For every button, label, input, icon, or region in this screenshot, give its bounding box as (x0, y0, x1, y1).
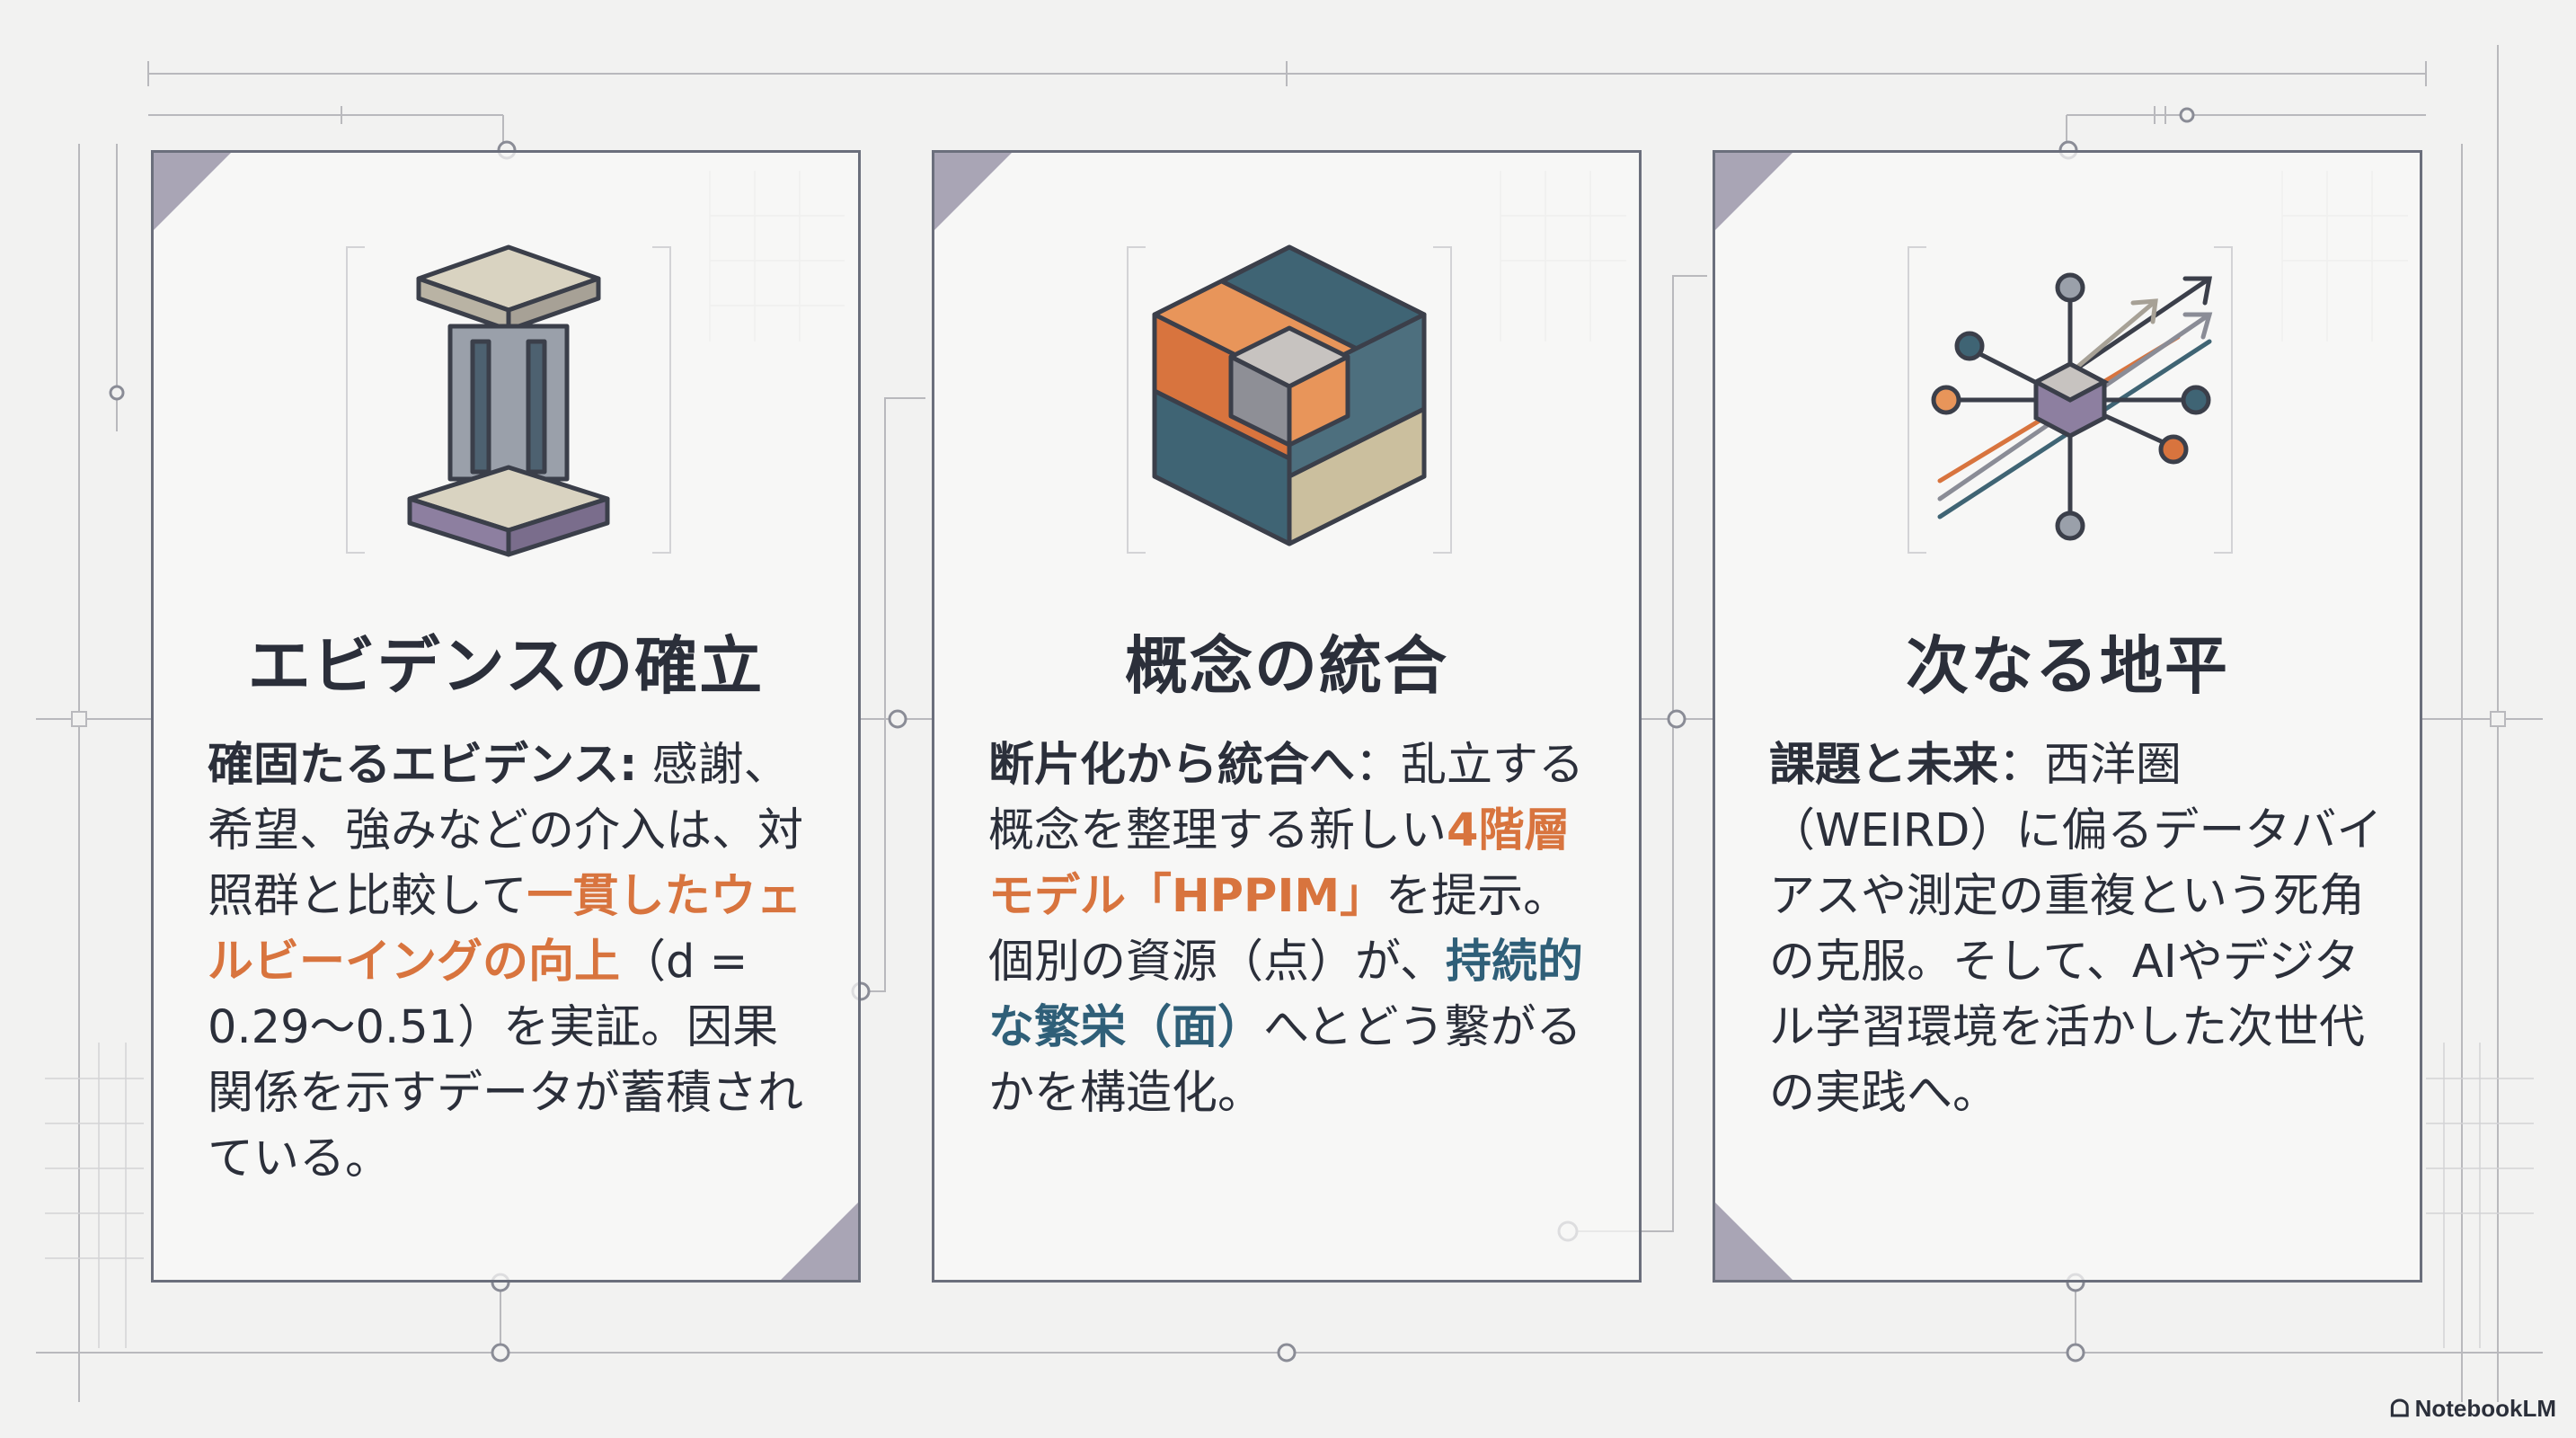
card-body: 課題と未来：西洋圏（WEIRD）に偏るデータバイアスや測定の重複という死角の克服… (1769, 732, 2384, 1126)
card-integration: 概念の統合 断片化から統合へ：乱立する概念を整理する新しい4階層モデル「HPPI… (932, 150, 1642, 1283)
body-text: ：西洋圏（WEIRD）に偏るデータバイアスや測定の重複という死角の克服。そして、… (1769, 739, 2383, 1120)
highlight-text: 持続的な繁栄（面） (988, 936, 1583, 1054)
network-arrows-icon (1908, 246, 2233, 554)
pillar-icon (346, 244, 671, 557)
corner-accent (934, 153, 1012, 230)
notebooklm-logo-icon: ᗝ (2389, 1395, 2410, 1422)
icon-frame (338, 229, 679, 571)
highlight-text: 4階層モデル「HPPIM」 (988, 804, 1571, 923)
body-text: 感謝、希望、強みなどの介入は、対照群と比較して (208, 739, 804, 923)
card-horizon: 次なる地平 課題と未来：西洋圏（WEIRD）に偏るデータバイアスや測定の重複とい… (1713, 150, 2422, 1283)
lead-text: 確固たるエビデンス: (208, 739, 638, 792)
puzzle-cube-icon (1127, 244, 1452, 554)
body-text: （d = 0.29〜0.51）を実証。因果関係を示すデータが蓄積されている。 (208, 936, 804, 1185)
corner-accent (154, 153, 231, 230)
card-body: 断片化から統合へ：乱立する概念を整理する新しい4階層モデル「HPPIM」を提示。… (988, 732, 1603, 1126)
card-evidence: エビデンスの確立 確固たるエビデンス: 感謝、希望、強みなどの介入は、対照群と比… (151, 150, 861, 1283)
corner-accent (1715, 1203, 1793, 1280)
card-body: 確固たるエビデンス: 感謝、希望、強みなどの介入は、対照群と比較して一貫したウェ… (208, 732, 822, 1192)
icon-frame (1899, 229, 2241, 571)
corner-accent (781, 1203, 858, 1280)
highlight-text: 一貫したウェルビーイングの向上 (208, 870, 802, 989)
card-title: エビデンスの確立 (247, 629, 765, 703)
body-text: へとどう繋がるかを構造化。 (988, 1001, 1582, 1120)
body-text: を提示。個別の資源（点）が、 (988, 870, 1570, 989)
watermark-text: NotebookLM (2414, 1395, 2556, 1422)
card-title: 概念の統合 (1125, 629, 1448, 703)
icon-frame (1119, 229, 1460, 571)
card-title: 次なる地平 (1906, 629, 2229, 703)
lead-text: 課題と未来 (1769, 739, 1999, 792)
lead-text: 断片化から統合へ (988, 739, 1356, 792)
corner-accent (1715, 153, 1793, 230)
body-text: ：乱立する概念を整理する新しい (988, 739, 1585, 857)
